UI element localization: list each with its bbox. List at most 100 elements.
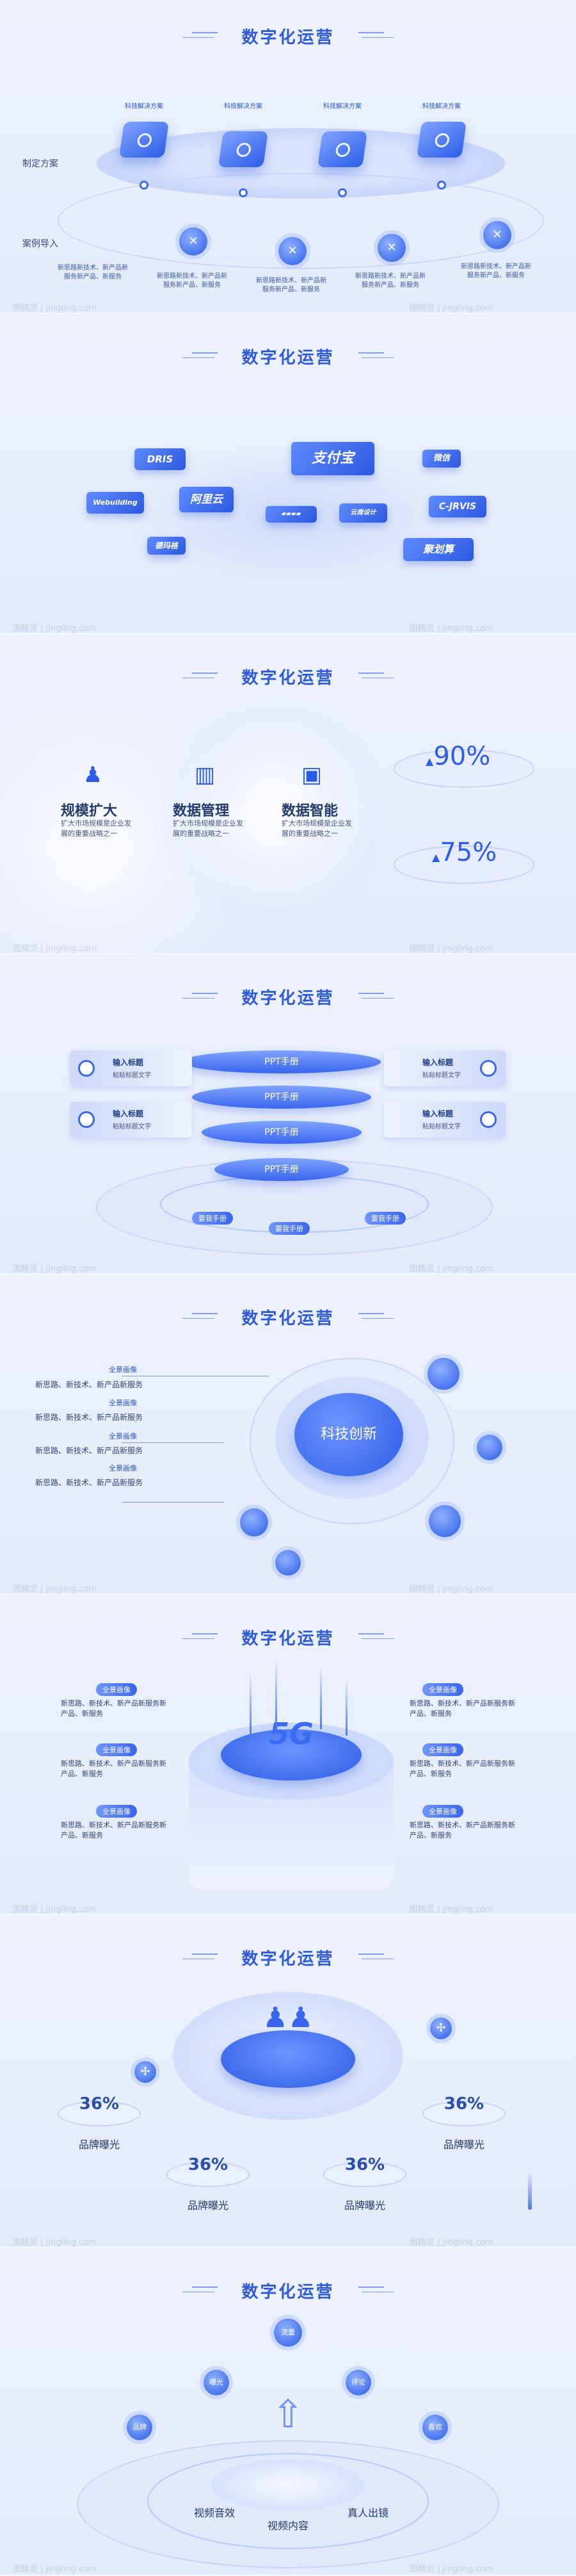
tag: 要我手册 <box>365 1212 406 1225</box>
bubble: 曝光 <box>204 2370 229 2395</box>
logo-cjarvis: C-JRVIS <box>429 496 486 518</box>
logo-alipay: 支付宝 <box>291 442 374 475</box>
dot <box>338 188 347 197</box>
caption: 品牌曝光 <box>187 2199 228 2212</box>
percent: 36% <box>344 2155 385 2174</box>
logo-center: ▰▰▰▰ <box>266 506 317 523</box>
bubble: 品牌 <box>127 2415 152 2440</box>
item-head: 全景画像 <box>109 1432 137 1440</box>
percent-90: ▲90% <box>426 742 491 771</box>
tag: 全景画像 <box>96 1743 137 1756</box>
bubble: 喜欢 <box>422 2415 448 2440</box>
caption: 品牌曝光 <box>344 2199 385 2212</box>
item-body: 新思路、新技术、新产品新服务 <box>35 1478 143 1487</box>
plan-cube <box>218 131 268 167</box>
plan-title: 科技解决方案 <box>125 103 163 110</box>
input-card: 输入标题 粘贴标题文字 <box>384 1102 506 1137</box>
fan-icon: ✢ <box>134 2061 156 2083</box>
percent-75: ▲75% <box>432 838 497 867</box>
section-innovation: 数字化运营 科技创新 全景画像 新思路、新技术、新产品新服务 全景画像 新思路、… <box>0 1275 576 1595</box>
caption: 品牌曝光 <box>443 2139 484 2151</box>
section-funnel: 数字化运营 PPT手册 PPT手册 PPT手册 PPT手册 输入标题 粘贴标题文… <box>0 954 576 1275</box>
item-desc: 扩大市场规模是企业发展的重要战略之一 <box>173 819 243 838</box>
tag: 全景画像 <box>96 1805 137 1818</box>
item-head: 全景画像 <box>109 1399 137 1407</box>
section-title: 数字化运营 <box>241 2283 335 2302</box>
users-icon: ♟ <box>83 762 103 788</box>
section-title: 数字化运营 <box>241 1950 335 1969</box>
dot <box>437 181 446 190</box>
funnel-layer: PPT手册 <box>192 1086 371 1109</box>
monitor-icon: ▣ <box>301 762 323 788</box>
logo-yunnan: 云南设计 <box>339 503 387 523</box>
item-body: 新思路、新技术、新产品新服务新产品、新服务 <box>410 1759 515 1778</box>
tag: 全景画像 <box>96 1683 137 1696</box>
plan-title: 科技解决方案 <box>323 103 362 110</box>
plan-title: 科技解决方案 <box>422 103 461 110</box>
item-body: 新思路、新技术、新产品新服务新产品、新服务 <box>61 1821 166 1839</box>
target-icon <box>78 1111 95 1128</box>
team-icon: ♟♟ <box>262 2001 314 2034</box>
case-label: 案例导入 <box>22 239 58 249</box>
target-icon <box>78 1060 95 1077</box>
bubble: 流量 <box>274 2319 302 2347</box>
item-body: 新思路、新技术、新产品新服务新产品、新服务 <box>61 1699 166 1718</box>
tag: 全景画像 <box>422 1743 463 1756</box>
section-5g: 数字化运营 5G 全景画像 新思路、新技术、新产品新服务新产品、新服务 全景画像… <box>0 1595 576 1915</box>
item-body: 新思路、新技术、新产品新服务新产品、新服务 <box>410 1821 515 1839</box>
section-logos: 数字化运营 DRIS 支付宝 微信 Webuilding 阿里云 ▰▰▰▰ 云南… <box>0 314 576 634</box>
logo-aliyun: 阿里云 <box>179 487 234 512</box>
logo-juhuasuan: 聚划算 <box>403 538 474 561</box>
tag: 全景画像 <box>422 1805 463 1818</box>
input-card: 输入标题 粘贴标题文字 <box>70 1050 192 1086</box>
item-body: 新思路、新技术、新产品新服务新产品、新服务 <box>61 1759 166 1778</box>
fan-icon: ✢ <box>430 2018 452 2039</box>
caption: 视频内容 <box>267 2520 308 2532</box>
item-head: 全景画像 <box>109 1464 137 1472</box>
plan-title: 科技解决方案 <box>224 103 262 110</box>
section-title: 数字化运营 <box>241 669 335 688</box>
plan-cube <box>417 122 467 158</box>
item-desc: 扩大市场规模是企业发展的重要战略之一 <box>282 819 352 838</box>
percent: 36% <box>444 2094 484 2114</box>
logo-webuilding: Webuilding <box>86 492 144 514</box>
case-text: 新思路新技术、新产品新服务新产品、新服务 <box>256 277 326 293</box>
section-growth: 数字化运营 ♟ ▥ ▣ 规模扩大 数据管理 数据智能 扩大市场规模是企业发展的重… <box>0 634 576 954</box>
plan-cube <box>119 122 169 158</box>
case-text: 新思路新技术、新产品新服务新产品、新服务 <box>355 273 426 289</box>
logo-wechat: 微信 <box>422 450 461 468</box>
logo-dris: DRIS <box>134 448 186 470</box>
item-head: 全景画像 <box>109 1365 137 1374</box>
funnel-layer: PPT手册 <box>182 1050 381 1073</box>
center-disc: 科技创新 <box>294 1393 403 1476</box>
tag: 要我手册 <box>192 1212 233 1225</box>
caption: 真人出镜 <box>347 2507 388 2519</box>
tag: 要我手册 <box>269 1222 310 1235</box>
item-heading: 规模扩大 <box>61 803 118 819</box>
caption: 视频音效 <box>193 2507 235 2519</box>
bar-chart-icon: ▥ <box>194 762 216 788</box>
funnel-layer: PPT手册 <box>214 1158 349 1181</box>
bubble: 评论 <box>346 2370 371 2395</box>
item-desc: 扩大市场规模是企业发展的重要战略之一 <box>61 819 131 838</box>
item-heading: 数据智能 <box>282 803 339 819</box>
section-brand: 数字化运营 ♟♟ ✢ ✢ 36% 品牌曝光 36% 品牌曝光 36% 品牌曝光 … <box>0 1915 576 2248</box>
section-video: 数字化运营 ⇧ 流量 曝光 评论 品牌 喜欢 视频音效 视频内容 真人出镜 <box>0 2248 576 2576</box>
dot <box>239 188 248 197</box>
section-title: 数字化运营 <box>241 1309 335 1328</box>
item-body: 新思路、新技术、新产品新服务 <box>35 1446 143 1455</box>
item-body: 新思路、新技术、新产品新服务 <box>35 1380 143 1389</box>
section-title: 数字化运营 <box>241 989 335 1008</box>
item-body: 新思路、新技术、新产品新服务新产品、新服务 <box>410 1699 515 1718</box>
percent: 36% <box>188 2155 228 2174</box>
logo-demag: 德玛格 <box>147 537 186 555</box>
caption: 品牌曝光 <box>78 2139 120 2151</box>
input-card: 输入标题 粘贴标题文字 <box>384 1050 506 1086</box>
target-icon <box>480 1060 497 1077</box>
case-text: 新思路新技术、新产品新服务新产品、新服务 <box>58 265 128 281</box>
percent: 36% <box>79 2094 120 2114</box>
arrow-up-icon: ⇧ <box>271 2392 305 2437</box>
case-node: ✕ <box>179 227 207 256</box>
section-title: 数字化运营 <box>241 28 335 47</box>
item-body: 新思路、新技术、新产品新服务 <box>35 1413 143 1422</box>
